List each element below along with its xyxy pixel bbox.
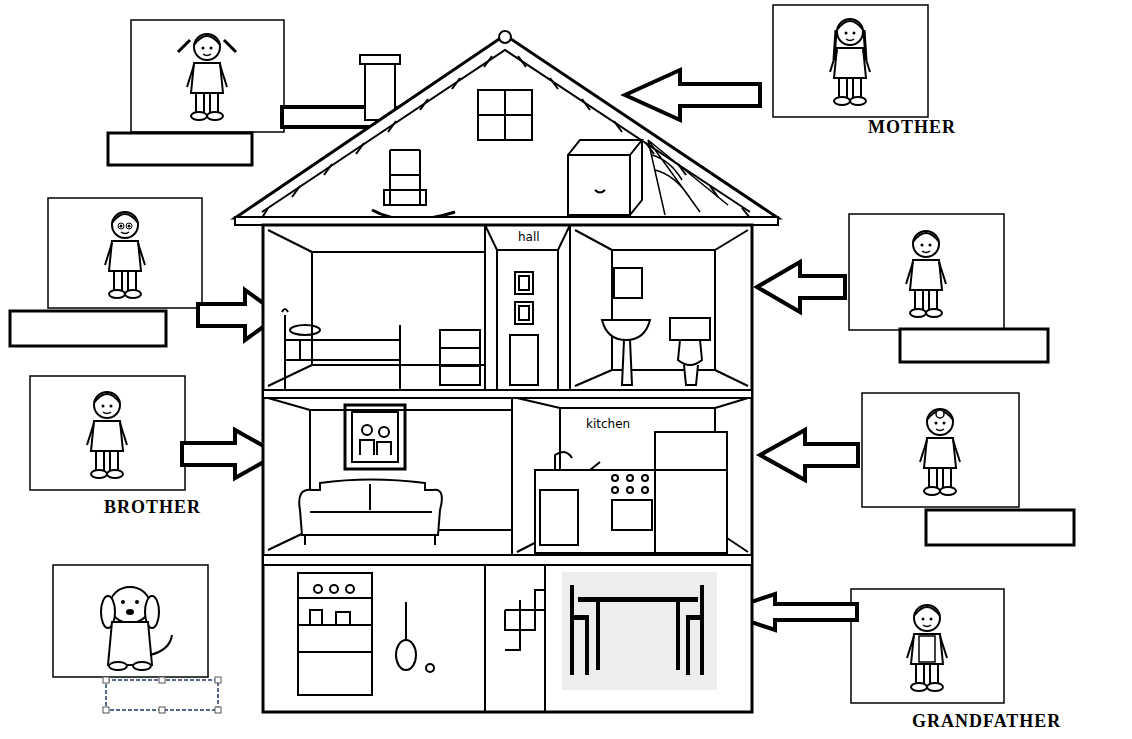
family-word: MOTHER [868,118,956,138]
family-word: GRANDFATHER [912,712,1061,732]
room-name: kitchen [584,418,632,431]
family-word: BROTHER [104,498,201,518]
roof-attic [235,31,778,225]
house-walls [263,225,752,712]
room-name: hall [516,231,542,244]
selected-text-box [103,677,221,713]
